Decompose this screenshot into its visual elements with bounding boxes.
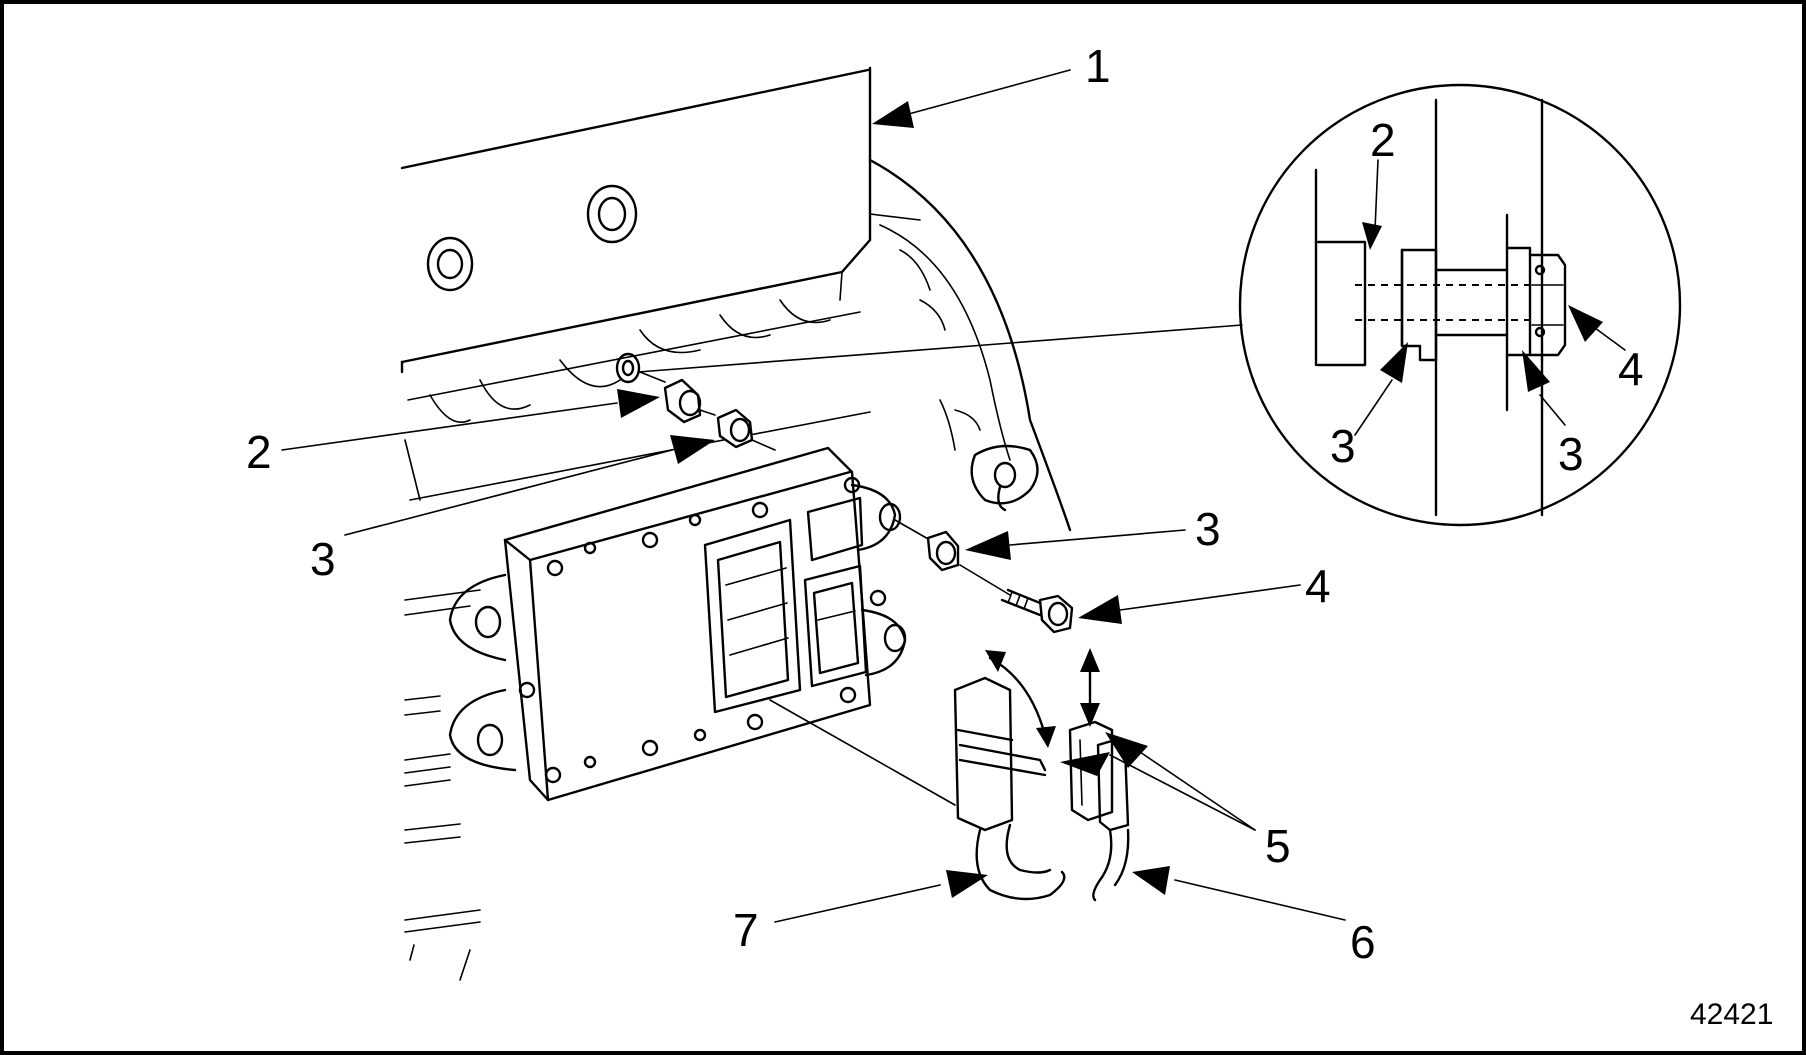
callout-7: 7 [733,904,759,956]
leader-lines [281,69,1626,923]
callout-4: 4 [1305,560,1331,612]
detail-callout-2: 2 [1370,114,1396,166]
callout-6: 6 [1350,916,1376,968]
callout-3-middle: 3 [1195,503,1221,555]
engine-bracket [400,66,872,981]
figure-number: 42421 [1690,998,1773,1031]
ecm-connector-sockets [703,518,868,714]
callout-2: 2 [246,426,272,478]
callout-1: 1 [1085,40,1111,92]
ecm-module [448,446,907,802]
detail-callout-3-left: 3 [1330,420,1356,472]
callout-3-left: 3 [310,533,336,585]
harness-connectors [769,656,1130,902]
callout-labels: 1 2 3 3 4 5 6 7 2 3 3 4 42421 [246,40,1773,1031]
detail-callout-3-right: 3 [1558,428,1584,480]
ecm-cover-screws [518,476,887,784]
callout-5: 5 [1265,820,1291,872]
mounting-hardware [615,352,1074,634]
flywheel-housing [868,158,1072,532]
detail-view [637,83,1682,527]
detail-callout-4: 4 [1618,343,1644,395]
